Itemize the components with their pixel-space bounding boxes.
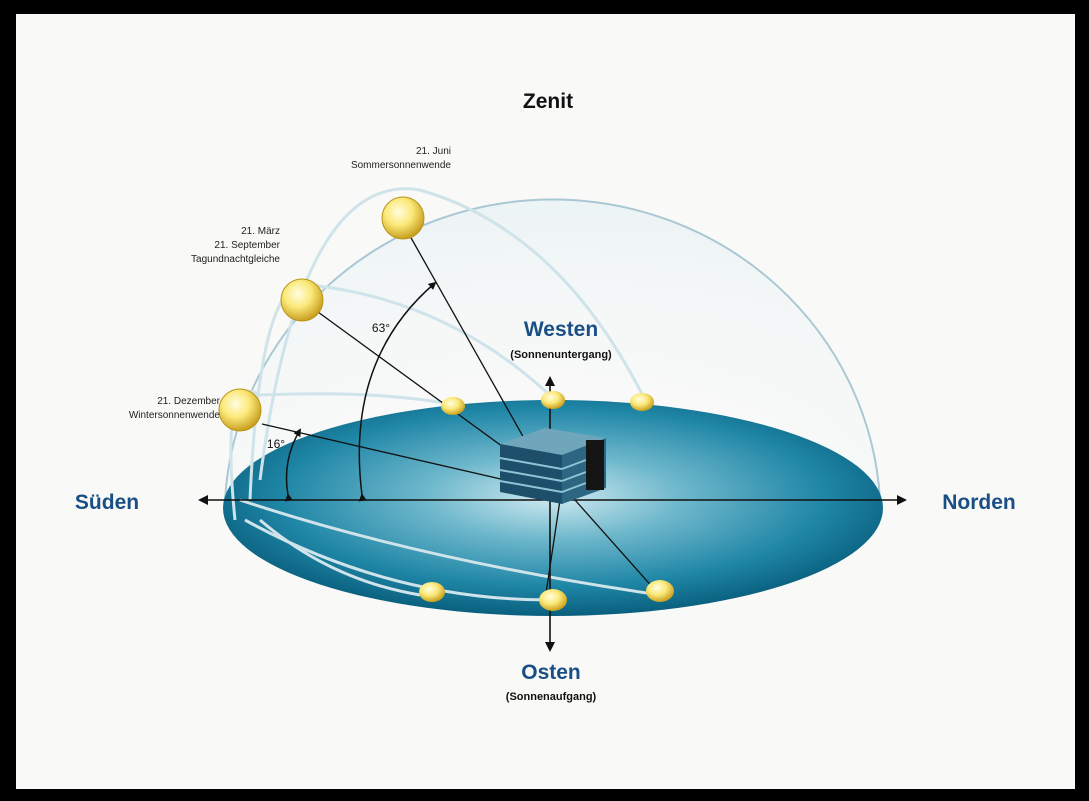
winter-angle-label: 16° xyxy=(267,437,285,451)
sunrise-sun-summer xyxy=(646,580,674,602)
winter-angle-arc xyxy=(285,428,302,502)
building xyxy=(499,428,606,504)
equinox-label-line2: 21. September xyxy=(214,240,280,251)
summer-sun-path xyxy=(258,187,647,481)
winter-label-line2: Wintersonnenwende xyxy=(129,410,221,421)
summer-morning-path xyxy=(259,518,421,597)
horizon-suns xyxy=(419,391,674,611)
direction-north: Norden xyxy=(942,491,1016,514)
equinox-sun xyxy=(280,278,324,322)
direction-east-sub: (Sonnenaufgang) xyxy=(506,691,597,703)
direction-south: Süden xyxy=(75,491,139,514)
zenith-label: Zenit xyxy=(523,90,573,113)
equinox-label-line3: Tagundnachtgleiche xyxy=(191,254,280,265)
summer-label-line1: 21. Juni xyxy=(416,146,451,157)
equinox-morning-path xyxy=(244,518,551,602)
sunset-sun-equinox xyxy=(541,391,565,409)
sunrise-sun-equinox xyxy=(539,589,567,611)
winter-label-line1: 21. Dezember xyxy=(157,396,220,407)
sunset-sun-summer xyxy=(630,393,654,411)
sun-date-labels: 21. Juni Sommersonnenwende 21. März 21. … xyxy=(129,146,452,421)
winter-morning-path xyxy=(239,498,661,597)
summer-ray xyxy=(409,235,526,441)
sunrise-sun-winter xyxy=(419,582,445,602)
shadow-line-1 xyxy=(574,499,656,591)
winter-sun xyxy=(218,388,262,432)
sunset-sun-winter xyxy=(441,397,465,415)
shadow-line-2 xyxy=(544,499,561,601)
equinox-label-line1: 21. März xyxy=(241,226,280,237)
summer-label-line2: Sommersonnenwende xyxy=(351,160,451,171)
direction-east: Osten xyxy=(521,661,581,684)
summer-sun xyxy=(381,196,425,240)
equinox-angle-label: 63° xyxy=(372,321,390,335)
direction-west-sub: (Sonnenuntergang) xyxy=(510,349,612,361)
direction-west: Westen xyxy=(524,318,598,341)
equinox-angle-arc xyxy=(358,281,437,502)
